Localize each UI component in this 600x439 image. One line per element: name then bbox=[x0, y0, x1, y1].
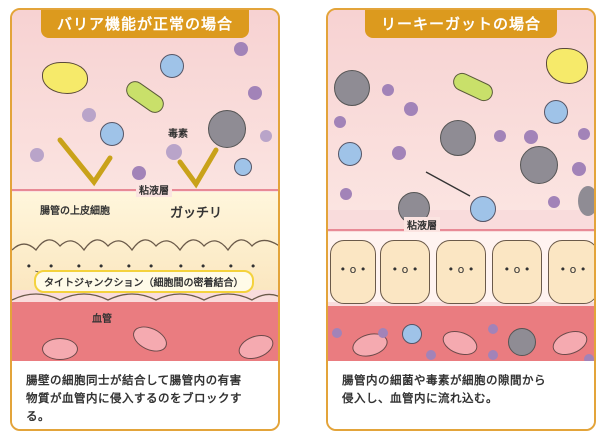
toxin-particle-icon bbox=[132, 166, 146, 180]
gray-toxin-icon bbox=[208, 110, 246, 148]
cell-face-icon: • ‿ • bbox=[177, 260, 207, 273]
caption-line: 侵入し、血管内に流れ込む。 bbox=[342, 391, 498, 405]
loose-cell: • o • bbox=[380, 240, 430, 304]
virus-icon bbox=[470, 196, 496, 222]
toxin-particle-icon bbox=[524, 130, 538, 144]
toxin-particle-icon bbox=[548, 196, 560, 208]
loose-cell: • o • bbox=[492, 240, 542, 304]
toxin-particle-icon bbox=[404, 102, 418, 116]
toxin-particle-icon bbox=[426, 350, 436, 360]
virus-icon bbox=[160, 54, 184, 78]
caption-line: 腸管内の細菌や毒素が細胞の隙間から bbox=[342, 373, 546, 387]
mucus-line bbox=[328, 229, 594, 231]
loose-cell: • o • bbox=[548, 240, 594, 304]
toxin-particle-icon bbox=[488, 324, 498, 334]
loose-cell: • o • bbox=[436, 240, 486, 304]
virus-icon bbox=[338, 142, 362, 166]
cell-face-icon: • o • bbox=[559, 263, 587, 276]
gray-toxin-icon bbox=[440, 120, 476, 156]
tight-cells-outline bbox=[12, 239, 278, 301]
gacchiri-label: ガッチリ bbox=[170, 206, 223, 221]
yellow-microbe-icon bbox=[546, 48, 588, 84]
cell-face-icon: • o • bbox=[447, 263, 475, 276]
gray-toxin-icon bbox=[520, 146, 558, 184]
caption-line: 腸壁の細胞同士が結合して腸管内の有害 bbox=[26, 373, 242, 387]
mucus-layer-label: 粘液層 bbox=[404, 217, 440, 232]
caption: 腸管内の細菌や毒素が細胞の隙間から 侵入し、血管内に流れ込む。 bbox=[328, 361, 594, 429]
toxin-particle-icon bbox=[340, 188, 352, 200]
toxin-particle-icon bbox=[234, 42, 248, 56]
caption-line: 物質が血管内に侵入するのをブロックする。 bbox=[26, 391, 242, 423]
toxin-particle-icon bbox=[378, 328, 388, 338]
cell-face-icon: • ‿ • bbox=[25, 260, 55, 273]
toxin-particle-icon bbox=[332, 328, 342, 338]
cell-face-icon: • o • bbox=[391, 263, 419, 276]
caption: 腸壁の細胞同士が結合して腸管内の有害 物質が血管内に侵入するのをブロックする。 bbox=[12, 361, 278, 429]
cell-face-icon: • ‿ • bbox=[227, 260, 257, 273]
block-check-icons bbox=[57, 137, 219, 189]
toxin-particle-icon bbox=[30, 148, 44, 162]
toxin-particle-icon bbox=[82, 108, 96, 122]
panel-leaky-gut: リーキーガットの場合 粘液層 • o • • o • • o • • o • •… bbox=[326, 8, 596, 431]
virus-icon bbox=[234, 158, 252, 176]
cell-face-icon: • ‿ • bbox=[75, 260, 105, 273]
loose-cell: • o • bbox=[330, 240, 376, 304]
entry-arrow-line bbox=[425, 171, 471, 197]
mucus-layer-label: 粘液層 bbox=[136, 182, 172, 197]
panel-normal-barrier: バリア機能が正常の場合 毒素 粘液層 腸管の上皮細胞 ガッチリ • ‿ • • … bbox=[10, 8, 280, 431]
cell-face-icon: • ‿ • bbox=[125, 260, 155, 273]
yellow-microbe-icon bbox=[42, 62, 88, 94]
toxin-particle-icon bbox=[166, 144, 182, 160]
tight-junction-label: タイトジャンクション（細胞間の密着結合） bbox=[34, 270, 254, 293]
blood-vessel-label: 血管 bbox=[92, 314, 112, 325]
epithelial-cells-label: 腸管の上皮細胞 bbox=[40, 206, 110, 217]
toxin-particle-icon bbox=[392, 146, 406, 160]
virus-icon bbox=[544, 100, 568, 124]
toxin-particle-icon bbox=[488, 350, 498, 360]
toxin-particle-icon bbox=[494, 130, 506, 142]
gray-toxin-icon bbox=[578, 186, 594, 216]
panel-title: バリア機能が正常の場合 bbox=[40, 10, 250, 38]
toxin-particle-icon bbox=[248, 86, 262, 100]
gray-toxin-icon bbox=[508, 328, 536, 356]
red-blood-cell-icon bbox=[42, 338, 78, 360]
cell-face-icon: • o • bbox=[503, 263, 531, 276]
toxin-particle-icon bbox=[382, 84, 394, 96]
toxin-label: 毒素 bbox=[168, 129, 188, 140]
panel-title: リーキーガットの場合 bbox=[364, 10, 558, 38]
virus-icon bbox=[402, 324, 422, 344]
cell-face-icon: • o • bbox=[339, 263, 367, 276]
toxin-particle-icon bbox=[260, 130, 272, 142]
toxin-particle-icon bbox=[578, 128, 590, 140]
toxin-particle-icon bbox=[572, 162, 586, 176]
virus-icon bbox=[100, 122, 124, 146]
toxin-particle-icon bbox=[334, 116, 346, 128]
toxin-particle-icon bbox=[584, 354, 594, 364]
gray-toxin-icon bbox=[334, 70, 370, 106]
